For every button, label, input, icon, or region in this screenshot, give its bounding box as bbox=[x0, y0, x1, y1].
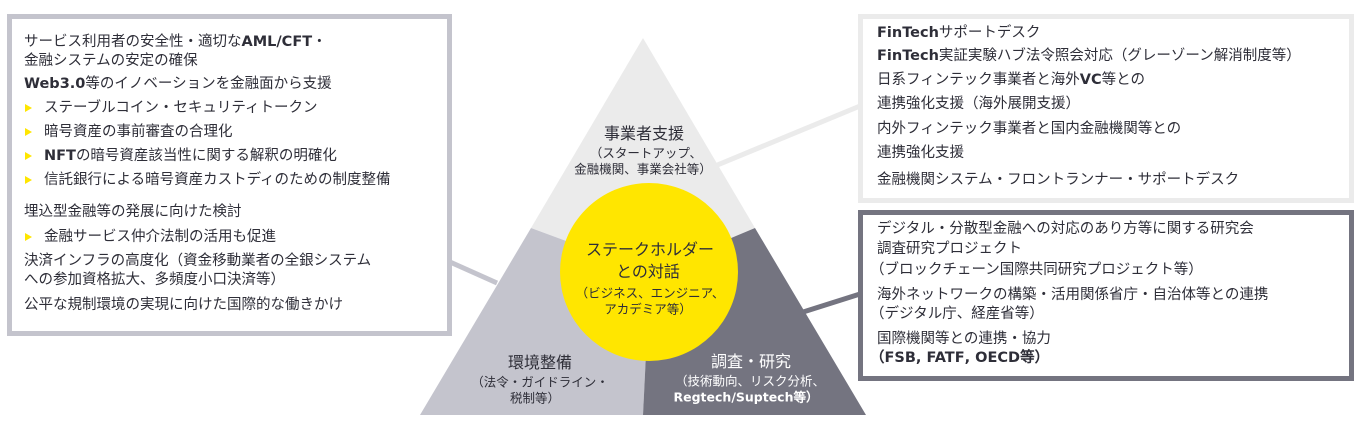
bullet-icon bbox=[25, 128, 32, 136]
text-line: （ブロックチェーン国際共同研究プロジェクト等） bbox=[870, 262, 1203, 278]
text-line: 日系フィンテック事業者と海外VC等との bbox=[877, 72, 1145, 88]
text-line: デジタル・分散型金融への対応のあり方等に関する研究会 bbox=[877, 221, 1254, 237]
top-segment-title: 事業者支援 bbox=[603, 124, 685, 143]
right-segment-title: 調査・研究 bbox=[710, 352, 792, 371]
text-line: 金融システムの安定の確保 bbox=[24, 53, 198, 69]
text-line: ステーブルコイン・セキュリティトークン bbox=[44, 100, 318, 116]
fintech-label: FinTech bbox=[877, 48, 939, 64]
text-line: への参加資格拡大、多頻度小口決済等） bbox=[24, 272, 285, 288]
research-box bbox=[858, 210, 1354, 381]
top-segment-sub: 金融機関、事業会社等） bbox=[574, 161, 712, 177]
text-line: サービス利用者の安全性・適切なAML/CFT・ bbox=[24, 34, 327, 50]
text-line: 連携強化支援 bbox=[877, 145, 964, 161]
text-line: Web3.0等のイノベーションを金融面から支援 bbox=[24, 76, 332, 92]
center-sub: アカデミア等） bbox=[604, 301, 692, 317]
latin-run: Web3.0 bbox=[24, 76, 86, 92]
business-support-box bbox=[858, 14, 1354, 203]
text-line: 埋込型金融等の発展に向けた検討 bbox=[24, 204, 242, 220]
connector-right-bottom bbox=[799, 291, 861, 316]
latin-run: FATF bbox=[926, 350, 965, 366]
text-line: 暗号資産の事前審査の合理化 bbox=[44, 124, 233, 140]
text-line: （FSB, FATF, OECD等） bbox=[870, 350, 1050, 366]
latin-run: AML/CFT bbox=[241, 34, 313, 50]
left-segment-sub: （法令・ガイドライン・ bbox=[471, 374, 609, 390]
center-sub: （ビジネス、エンジニア、 bbox=[575, 285, 725, 301]
text-line: 国際機関等との連携・協力 bbox=[877, 331, 1051, 347]
text-line: 金融機関システム・フロントランナー・サポートデスク bbox=[877, 172, 1240, 188]
latin-run: NFT bbox=[44, 148, 76, 164]
text-line: FinTech実証実験ハブ法令照会対応（グレーゾーン解消制度等） bbox=[877, 47, 1301, 65]
text-span: サポートデスク bbox=[938, 25, 1041, 41]
fintech-label: FinTech bbox=[877, 25, 939, 41]
text-line: （デジタル庁、経産省等） bbox=[870, 306, 1044, 322]
bullet-icon bbox=[25, 152, 32, 160]
text-line: 海外ネットワークの構築・活用関係省庁・自治体等との連携 bbox=[877, 287, 1269, 303]
latin-run: VC bbox=[1079, 72, 1102, 88]
connector-right-top bbox=[714, 103, 861, 169]
text-line: 内外フィンテック事業者と国内金融機関等との bbox=[877, 121, 1182, 137]
left-segment-sub: 税制等） bbox=[509, 390, 561, 406]
text-span: 実証実験ハブ法令照会対応（グレーゾーン解消制度等） bbox=[938, 48, 1301, 64]
bullet-icon bbox=[25, 233, 32, 241]
top-segment-sub: （スタートアップ、 bbox=[589, 145, 703, 161]
latin-run: FSB bbox=[884, 350, 916, 366]
bullet-icon bbox=[25, 104, 32, 112]
text-line: 金融サービス仲介法制の活用も促進 bbox=[44, 229, 276, 245]
center-title: との対話 bbox=[616, 262, 680, 281]
text-line: NFTの暗号資産該当性に関する解釈の明確化 bbox=[44, 148, 337, 164]
latin-run: OECD bbox=[975, 350, 1021, 366]
connector-left bbox=[448, 259, 499, 286]
text-line: 連携強化支援（海外展開支援） bbox=[877, 96, 1080, 112]
text-line: 決済インフラの高度化（資金移動業者の全銀システム bbox=[24, 253, 372, 269]
text-line: 調査研究プロジェクト bbox=[877, 241, 1022, 257]
text-line: 公平な規制環境の実現に向けた国際的な働きかけ bbox=[24, 297, 343, 313]
center-title: ステークホルダー bbox=[585, 240, 715, 259]
right-segment-sub: （技術動向、リスク分析、 bbox=[674, 373, 826, 389]
left-segment-title: 環境整備 bbox=[507, 353, 573, 372]
right-segment-sub: Regtech/Suptech等） bbox=[673, 389, 819, 405]
text-line: 信託銀行による暗号資産カストディのための制度整備 bbox=[44, 172, 391, 188]
bullet-icon bbox=[25, 176, 32, 184]
environment-box bbox=[7, 14, 452, 336]
text-line: FinTechサポートデスク bbox=[877, 24, 1040, 42]
center-circle bbox=[560, 183, 738, 361]
